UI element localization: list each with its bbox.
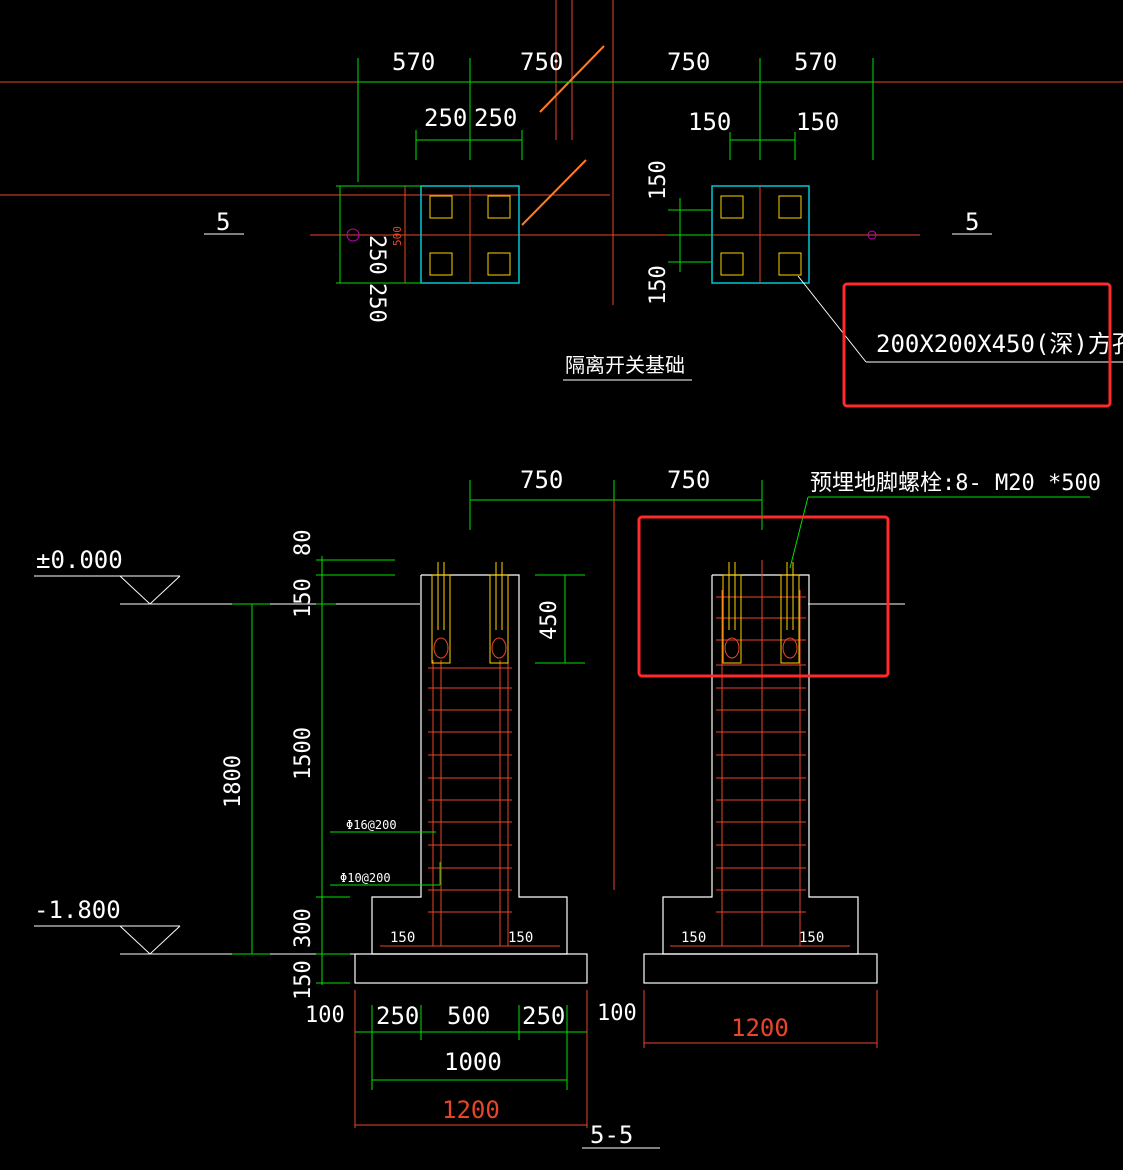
bottom-dim-1200-right: 1200: [731, 1014, 789, 1042]
plan-dim-150a: 150: [688, 108, 731, 136]
step-dim-right-a: 150: [681, 930, 706, 946]
bottom-dim-1200-left: 1200: [442, 1096, 500, 1124]
section-label: 5-5: [590, 1121, 633, 1149]
base-slab-left: [354, 953, 588, 984]
section-dim-80: 80: [291, 530, 316, 557]
plan-axis-marker: [346, 228, 360, 242]
bottom-dim-100-right: 100: [597, 1001, 637, 1026]
highlight-box-hole-note: [842, 282, 1112, 408]
plan-hole: [778, 195, 802, 219]
section-dim-150-bottom: 150: [291, 960, 316, 1000]
rebar-label-16: Φ16@200: [346, 818, 397, 832]
plan-dim-750-right: 750: [667, 48, 710, 76]
plan-hole: [429, 195, 453, 219]
base-slab-right: [643, 953, 878, 984]
plan-diagonal-line: [521, 159, 587, 226]
section-view: 750 750 预埋地脚螺栓:8- M20 *500 ±0.000 -1.800…: [34, 466, 1101, 1149]
bolt-note: 预埋地脚螺栓:8- M20 *500: [810, 471, 1101, 496]
hole-note: 200X200X450(深)方孔: [876, 330, 1123, 358]
plan-hole: [720, 252, 744, 276]
plan-hole: [720, 195, 744, 219]
plan-dim-570-left: 570: [392, 48, 435, 76]
elevation-triangle: [119, 575, 181, 605]
step-dim-right-b: 150: [799, 930, 824, 946]
plan-dim-v150a: 150: [646, 160, 671, 200]
bottom-dim-500: 500: [447, 1002, 490, 1030]
plan-dim-v250b: 250: [364, 283, 389, 323]
step-dim-left-b: 150: [508, 930, 533, 946]
stirrups-left: [428, 667, 512, 913]
section-dim-300: 300: [291, 908, 316, 948]
plan-dim-150b: 150: [796, 108, 839, 136]
plan-axis-marker: [867, 230, 877, 240]
section-dim-1800: 1800: [221, 755, 246, 808]
plan-dim-v150b: 150: [646, 265, 671, 305]
plan-dim-250b: 250: [474, 104, 517, 132]
section-dim-450: 450: [537, 600, 562, 640]
bottom-dim-250-right: 250: [522, 1002, 565, 1030]
section-dim-750-right: 750: [667, 466, 710, 494]
rebar-label-10: Φ10@200: [340, 871, 391, 885]
elevation-bottom: -1.800: [34, 896, 121, 924]
plan-hole: [487, 252, 511, 276]
stirrups-right: [716, 596, 806, 913]
plan-view: 570 750 750 570 250 250 150 150 500 250 …: [0, 0, 1123, 408]
bolts-left: [431, 562, 509, 664]
bottom-dim-250-left: 250: [376, 1002, 419, 1030]
plan-dim-250a: 250: [424, 104, 467, 132]
elevation-triangle: [119, 925, 181, 955]
foundation-outline-right: [662, 574, 859, 955]
section-mark-right: 5: [965, 208, 979, 236]
highlight-box-bolt: [637, 515, 890, 678]
elevation-top: ±0.000: [36, 546, 123, 574]
plan-dim-500: 500: [391, 226, 404, 246]
plan-dim-v250a: 250: [364, 235, 389, 275]
hole-note-leader: [797, 275, 867, 363]
bolts-right: [722, 562, 800, 664]
section-dim-150-top: 150: [291, 578, 316, 618]
plan-diagonal-line: [539, 45, 605, 113]
plan-hole: [487, 195, 511, 219]
bolt-note-leader: [789, 496, 809, 569]
bottom-dim-1000: 1000: [444, 1048, 502, 1076]
step-dim-left-a: 150: [390, 930, 415, 946]
plan-hole: [778, 252, 802, 276]
plan-hole: [429, 252, 453, 276]
section-dim-1500: 1500: [291, 727, 316, 780]
plan-dim-570-right: 570: [794, 48, 837, 76]
section-mark-left: 5: [216, 208, 230, 236]
bottom-dim-100-left: 100: [305, 1003, 345, 1028]
plan-dim-750-left: 750: [520, 48, 563, 76]
section-dim-750-left: 750: [520, 466, 563, 494]
plan-title: 隔离开关基础: [565, 353, 685, 377]
